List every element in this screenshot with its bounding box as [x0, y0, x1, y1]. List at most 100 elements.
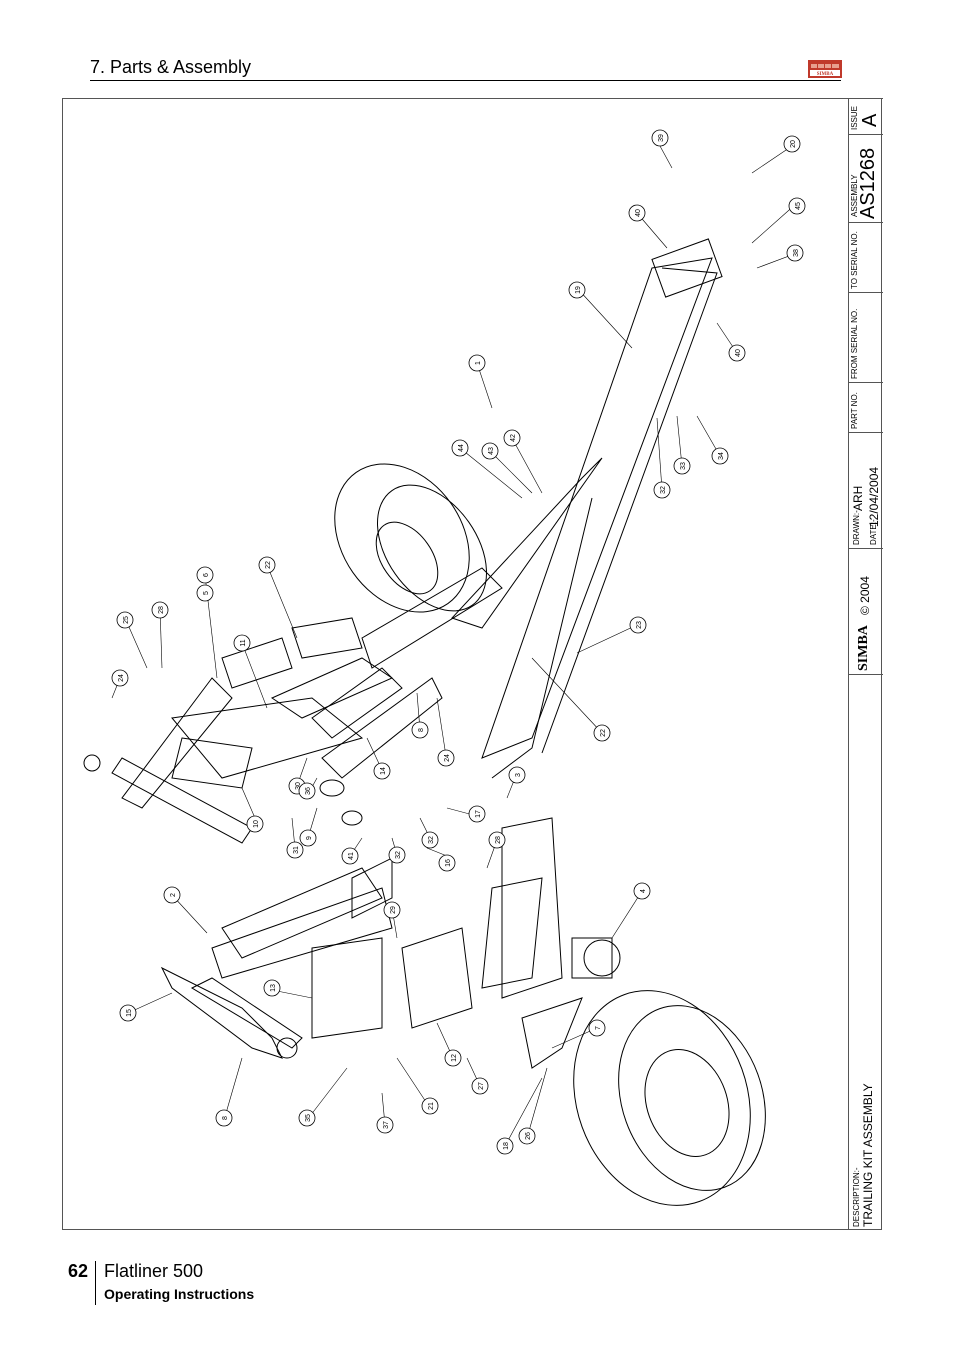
- issue-value: A: [859, 113, 881, 127]
- svg-text:39: 39: [658, 134, 665, 142]
- svg-text:32: 32: [428, 836, 435, 844]
- svg-text:32: 32: [395, 851, 402, 859]
- svg-text:8: 8: [222, 1116, 229, 1120]
- svg-text:38: 38: [793, 249, 800, 257]
- copyright-cell: SIMBA © 2004: [849, 548, 883, 674]
- svg-text:21: 21: [428, 1102, 435, 1110]
- section-title: 7. Parts & Assembly: [90, 57, 252, 77]
- callout-label: 27: [471, 1077, 489, 1095]
- callout-label: 28: [488, 831, 506, 849]
- description-label: DESCRIPTION:-: [852, 1167, 861, 1227]
- svg-text:44: 44: [458, 444, 465, 452]
- drawn-value: ARH: [851, 485, 865, 511]
- callout-label: 4: [633, 882, 651, 900]
- svg-text:35: 35: [305, 1114, 312, 1122]
- callout-label: 9: [299, 829, 317, 847]
- callout-label: 45: [788, 197, 806, 215]
- callout-label: 17: [468, 805, 486, 823]
- callout-label: 15: [119, 1004, 137, 1022]
- svg-text:19: 19: [575, 286, 582, 294]
- product-name: Flatliner 500: [104, 1261, 204, 1281]
- callout-label: 32: [653, 481, 671, 499]
- svg-text:41: 41: [348, 852, 355, 860]
- svg-text:22: 22: [265, 561, 272, 569]
- svg-text:37: 37: [383, 1121, 390, 1129]
- callout-label: 34: [711, 447, 729, 465]
- svg-text:17: 17: [475, 810, 482, 818]
- callout-label: 33: [673, 457, 691, 475]
- description-value: TRAILING KIT ASSEMBLY: [861, 1083, 875, 1227]
- callout-label: 41: [341, 847, 359, 865]
- svg-text:18: 18: [503, 1142, 510, 1150]
- svg-text:25: 25: [123, 616, 130, 624]
- svg-text:8: 8: [418, 728, 425, 732]
- svg-text:28: 28: [495, 836, 502, 844]
- date-value: 12/04/2004: [867, 466, 881, 527]
- callout-label: 13: [263, 979, 281, 997]
- svg-text:43: 43: [488, 447, 495, 455]
- callout-label: 36: [298, 782, 316, 800]
- callout-label: 14: [373, 762, 391, 780]
- callout-label: 20: [783, 135, 801, 153]
- from-serial-cell: FROM SERIAL NO.: [849, 292, 883, 382]
- svg-text:7: 7: [595, 1026, 602, 1030]
- svg-text:29: 29: [390, 906, 397, 914]
- callout-label: 16: [438, 854, 456, 872]
- callout-label: 37: [376, 1116, 394, 1134]
- svg-text:24: 24: [444, 754, 451, 762]
- callout-label: 23: [629, 616, 647, 634]
- callout-label: 12: [444, 1049, 462, 1067]
- svg-text:32: 32: [660, 486, 667, 494]
- callout-label: 19: [568, 281, 586, 299]
- svg-text:12: 12: [451, 1054, 458, 1062]
- svg-text:40: 40: [635, 209, 642, 217]
- svg-text:33: 33: [680, 462, 687, 470]
- drawn-cell: DRAWN:- ARH DATE:- 12/04/2004: [849, 432, 883, 548]
- page-number: 62: [68, 1261, 89, 1281]
- issue-cell: ISSUE A: [849, 98, 883, 134]
- drawing-frame: [62, 98, 882, 1230]
- svg-text:11: 11: [240, 639, 247, 646]
- svg-text:14: 14: [380, 767, 387, 775]
- to-serial-label: TO SERIAL NO.: [850, 231, 859, 289]
- svg-text:26: 26: [525, 1132, 532, 1140]
- svg-text:6: 6: [203, 573, 210, 577]
- callout-label: 35: [298, 1109, 316, 1127]
- description-cell: DESCRIPTION:- TRAILING KIT ASSEMBLY: [849, 674, 883, 1230]
- simba-logo-icon: SIMBA: [808, 60, 842, 78]
- callout-label: 29: [383, 901, 401, 919]
- svg-text:4: 4: [640, 889, 647, 893]
- svg-text:28: 28: [158, 606, 165, 614]
- svg-text:30: 30: [295, 782, 302, 790]
- svg-text:45: 45: [795, 202, 802, 210]
- callout-label: 22: [593, 724, 611, 742]
- svg-text:34: 34: [718, 452, 725, 460]
- svg-text:20: 20: [790, 140, 797, 148]
- svg-text:23: 23: [636, 621, 643, 629]
- svg-text:40: 40: [735, 349, 742, 357]
- exploded-assembly-drawing: 39 20 40 45 38 19 40 1 44 43 42 32 33 34…: [83, 129, 806, 1206]
- part-no-label: PART NO.: [850, 392, 859, 429]
- callout-label: 39: [651, 129, 669, 147]
- callout-label: 1: [468, 354, 486, 372]
- svg-text:42: 42: [510, 434, 517, 442]
- svg-text:22: 22: [600, 729, 607, 737]
- svg-text:15: 15: [126, 1009, 133, 1017]
- callout-label: 10: [246, 815, 264, 833]
- callout-label: 18: [496, 1137, 514, 1155]
- callout-label: 28: [151, 601, 169, 619]
- drawn-label: DRAWN:-: [852, 510, 861, 545]
- callout-label: 7: [588, 1019, 606, 1037]
- assembly-value: AS1268: [857, 147, 879, 219]
- callout-label: 24: [437, 749, 455, 767]
- header-divider: [90, 80, 841, 81]
- callout-label: 3: [508, 766, 526, 784]
- callout-label: 11: [233, 634, 251, 652]
- svg-text:13: 13: [270, 984, 277, 992]
- part-no-cell: PART NO.: [849, 382, 883, 432]
- callout-label: 25: [116, 611, 134, 629]
- svg-text:2: 2: [170, 893, 177, 897]
- callout-label: 22: [258, 556, 276, 574]
- svg-text:16: 16: [445, 859, 452, 867]
- title-block: ISSUE A ASSEMBLY AS1268 TO SERIAL NO. FR…: [848, 98, 883, 1230]
